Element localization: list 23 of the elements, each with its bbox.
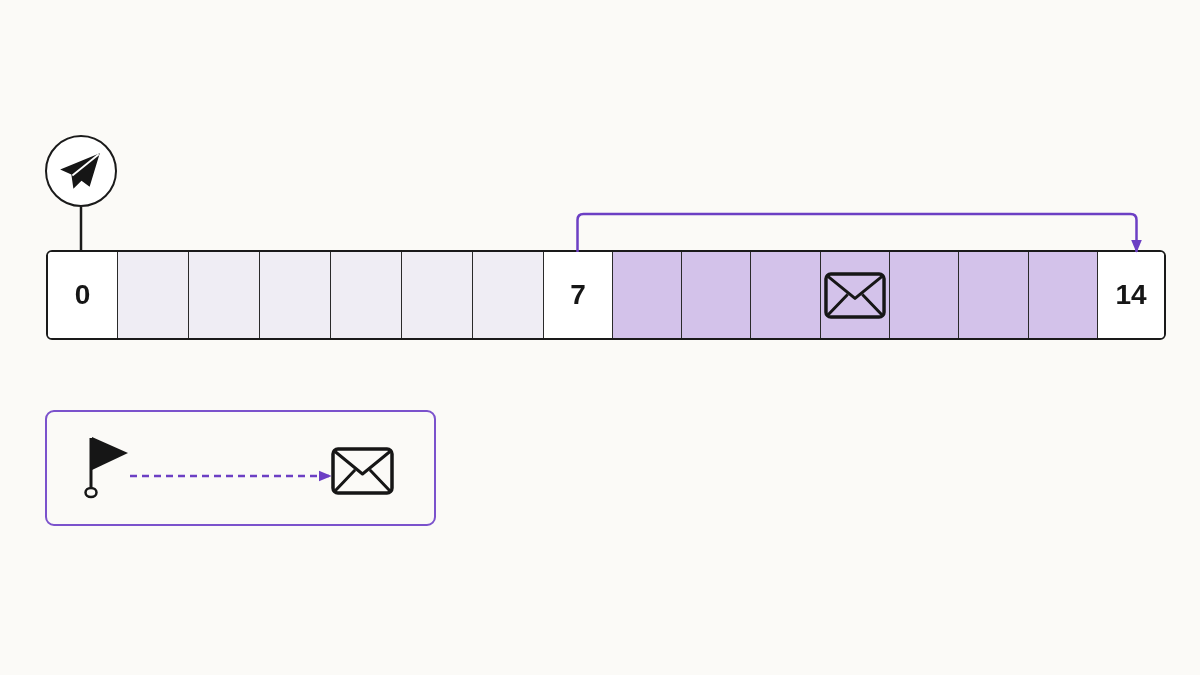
flag-icon [84,436,130,500]
rounded-panel [45,410,436,526]
index-number: 14 [1115,281,1147,309]
array-cell [681,252,750,338]
array-cell [188,252,259,338]
array-cell [117,252,188,338]
index-number: 0 [74,281,91,309]
array-cell [401,252,472,338]
array-strip [46,250,1166,340]
array-cell [820,252,889,338]
array-cell [330,252,401,338]
array-cell [958,252,1028,338]
array-cell [612,252,681,338]
array-cell [1097,252,1164,338]
dashed-arrow [130,470,332,482]
array-cell [259,252,330,338]
index-number: 7 [570,281,586,309]
array-cell [889,252,958,338]
envelope-icon [331,447,394,495]
arrow [576,212,1142,253]
array-cell [472,252,543,338]
array-cell [750,252,820,338]
array-cell [1028,252,1097,338]
